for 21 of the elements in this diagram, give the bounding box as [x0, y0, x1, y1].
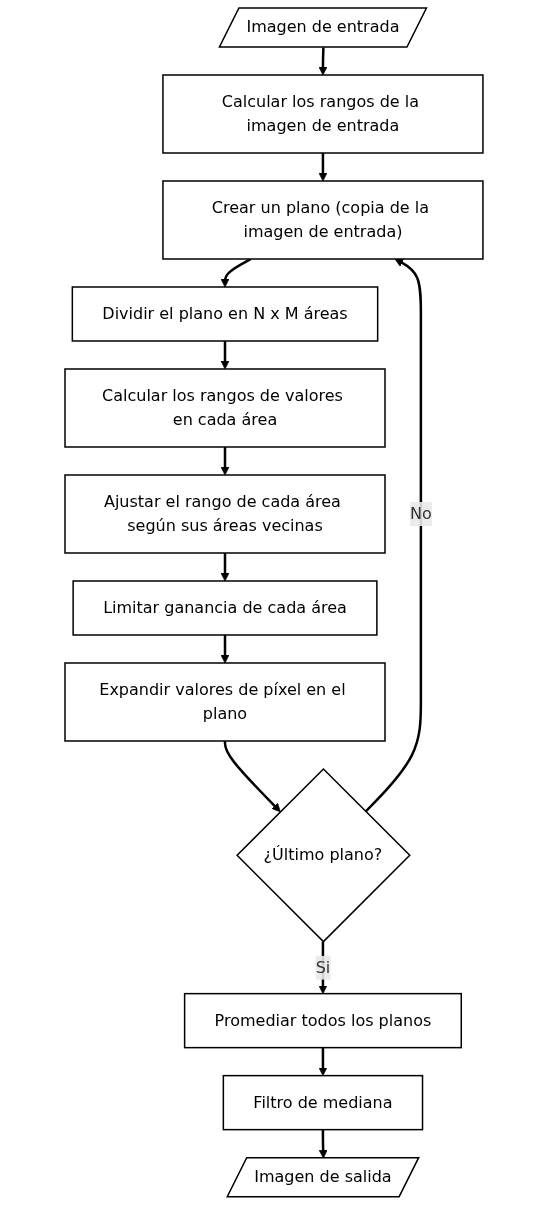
- node-box: Limitar ganancia de cada área: [72, 580, 378, 636]
- arrow: [318, 47, 328, 76]
- arrow: [220, 635, 230, 664]
- node-box: Expandir valores de píxel en el plano: [64, 662, 386, 742]
- edge-label: Si: [315, 957, 331, 977]
- node-box: Dividir el plano en N x M áreas: [71, 286, 379, 342]
- arrow: [223, 741, 281, 813]
- arrow: [318, 1047, 328, 1077]
- node-box: Filtro de mediana: [222, 1074, 424, 1131]
- arrow: [220, 553, 230, 582]
- node-box: Ajustar el rango de cada área según sus áreas vecinas: [64, 474, 386, 554]
- node-diamond: ¿Último plano?: [236, 767, 411, 943]
- arrow: [318, 153, 328, 182]
- node-box: Calcular los rangos de la imagen de entrada: [162, 74, 484, 154]
- node-box: Crear un plano (copia de la imagen de entrada): [162, 180, 484, 260]
- node-box: Calcular los rangos de valores en cada área: [64, 368, 386, 448]
- arrow: [220, 447, 230, 476]
- node-box: Promediar todos los planos: [183, 992, 463, 1049]
- edge-label: No: [410, 503, 432, 523]
- arrow: [220, 341, 230, 370]
- arrow: [364, 258, 423, 813]
